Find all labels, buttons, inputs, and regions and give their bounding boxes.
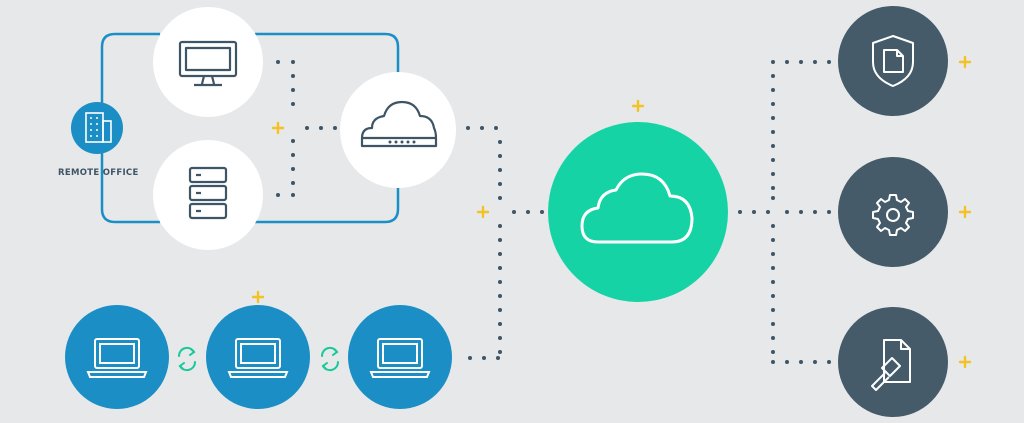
connector-branch-top — [785, 60, 831, 64]
remote-office-bracket-right-bottom — [255, 168, 400, 224]
plus-icon[interactable] — [958, 55, 972, 69]
laptop-node-1[interactable] — [65, 305, 169, 409]
legal-document-gavel-icon — [871, 339, 911, 391]
connector-monitor-h — [276, 60, 295, 64]
plus-icon[interactable] — [271, 121, 285, 135]
monitor-node[interactable] — [153, 7, 263, 117]
plus-icon[interactable] — [958, 355, 972, 369]
desktop-monitor-icon — [178, 40, 238, 87]
document-shield-icon — [872, 35, 914, 87]
laptop-node-3[interactable] — [348, 305, 452, 409]
server-stack-icon — [188, 166, 228, 220]
connector-branch-mid — [785, 210, 831, 214]
connector-branch-bottom — [785, 360, 831, 364]
document-security-node[interactable] — [838, 6, 948, 116]
connector-router-cloud — [466, 126, 502, 354]
cloud-icon — [580, 172, 694, 244]
connector-server-h — [276, 193, 295, 197]
remote-office-label: REMOTE OFFICE — [58, 168, 139, 178]
router-node[interactable] — [340, 72, 456, 188]
laptop-icon — [369, 338, 431, 378]
server-node[interactable] — [153, 140, 263, 250]
connector-to-router — [305, 126, 337, 130]
remote-office-bracket-right — [255, 32, 400, 92]
office-building-icon — [85, 112, 112, 143]
router-leds — [388, 140, 416, 144]
connector-into-cloud — [512, 210, 544, 214]
sync-arrows-icon — [320, 346, 340, 372]
connector-office-v — [291, 74, 295, 185]
plus-icon-group — [251, 55, 972, 369]
plus-icon[interactable] — [631, 99, 645, 113]
dotted-connectors — [276, 60, 831, 364]
gear-icon — [872, 194, 914, 236]
connector-laptops — [468, 356, 500, 360]
settings-node[interactable] — [838, 157, 948, 267]
network-router-icon — [360, 100, 438, 148]
connector-out-cloud — [738, 210, 770, 214]
plus-icon[interactable] — [476, 205, 490, 219]
laptop-icon — [86, 338, 148, 378]
laptop-node-2[interactable] — [206, 305, 310, 409]
remote-office-node — [71, 102, 123, 154]
plus-icon[interactable] — [251, 290, 265, 304]
connector-right-trunk — [771, 60, 775, 364]
laptop-icon — [227, 338, 289, 378]
sync-arrows-icon — [177, 346, 197, 372]
plus-icon[interactable] — [958, 205, 972, 219]
main-cloud-node[interactable] — [548, 122, 728, 302]
legal-node[interactable] — [838, 307, 948, 417]
